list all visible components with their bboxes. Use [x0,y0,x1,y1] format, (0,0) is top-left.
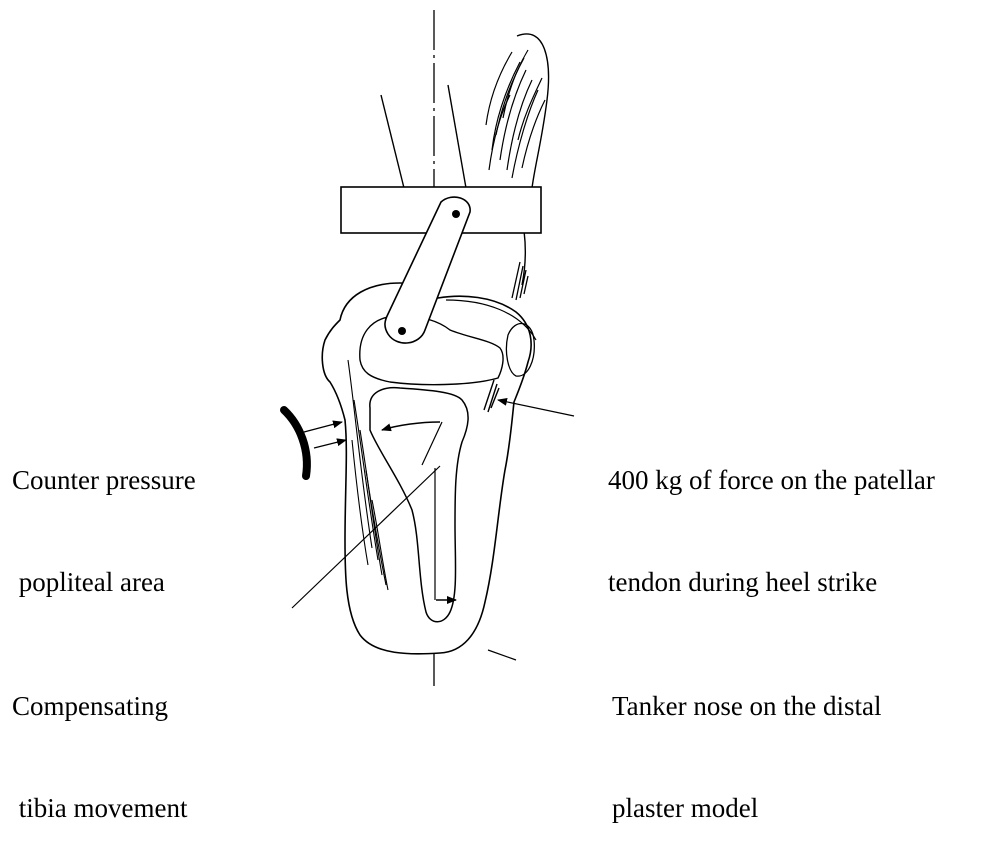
label-tibia-movement: Compensating tibia movement [12,621,187,859]
label-counter-pressure: Counter pressure popliteal area [12,395,196,633]
tanker-nose-leader [488,650,516,660]
label-tanker-nose-line2: plaster model [612,791,882,825]
label-counter-pressure-line2: popliteal area [12,565,196,599]
socket-outer-contour [322,283,531,654]
label-patellar-force: 400 kg of force on the patellar tendon d… [608,395,935,633]
label-counter-pressure-line1: Counter pressure [12,463,196,497]
patella-hatching [512,262,528,300]
label-tibia-movement-line2: tibia movement [12,791,187,825]
label-tanker-nose-line1: Tanker nose on the distal [612,689,882,723]
label-patellar-force-line2: tendon during heel strike [608,565,935,599]
pressure-arrow-upper [304,422,342,432]
label-tanker-nose: Tanker nose on the distal plaster model [612,621,882,859]
pressure-arrow-lower [314,440,346,448]
label-tibia-movement-line1: Compensating [12,689,187,723]
label-patellar-force-line1: 400 kg of force on the patellar [608,463,935,497]
quadriceps-hatching [486,50,545,178]
popliteal-pad [284,410,307,476]
